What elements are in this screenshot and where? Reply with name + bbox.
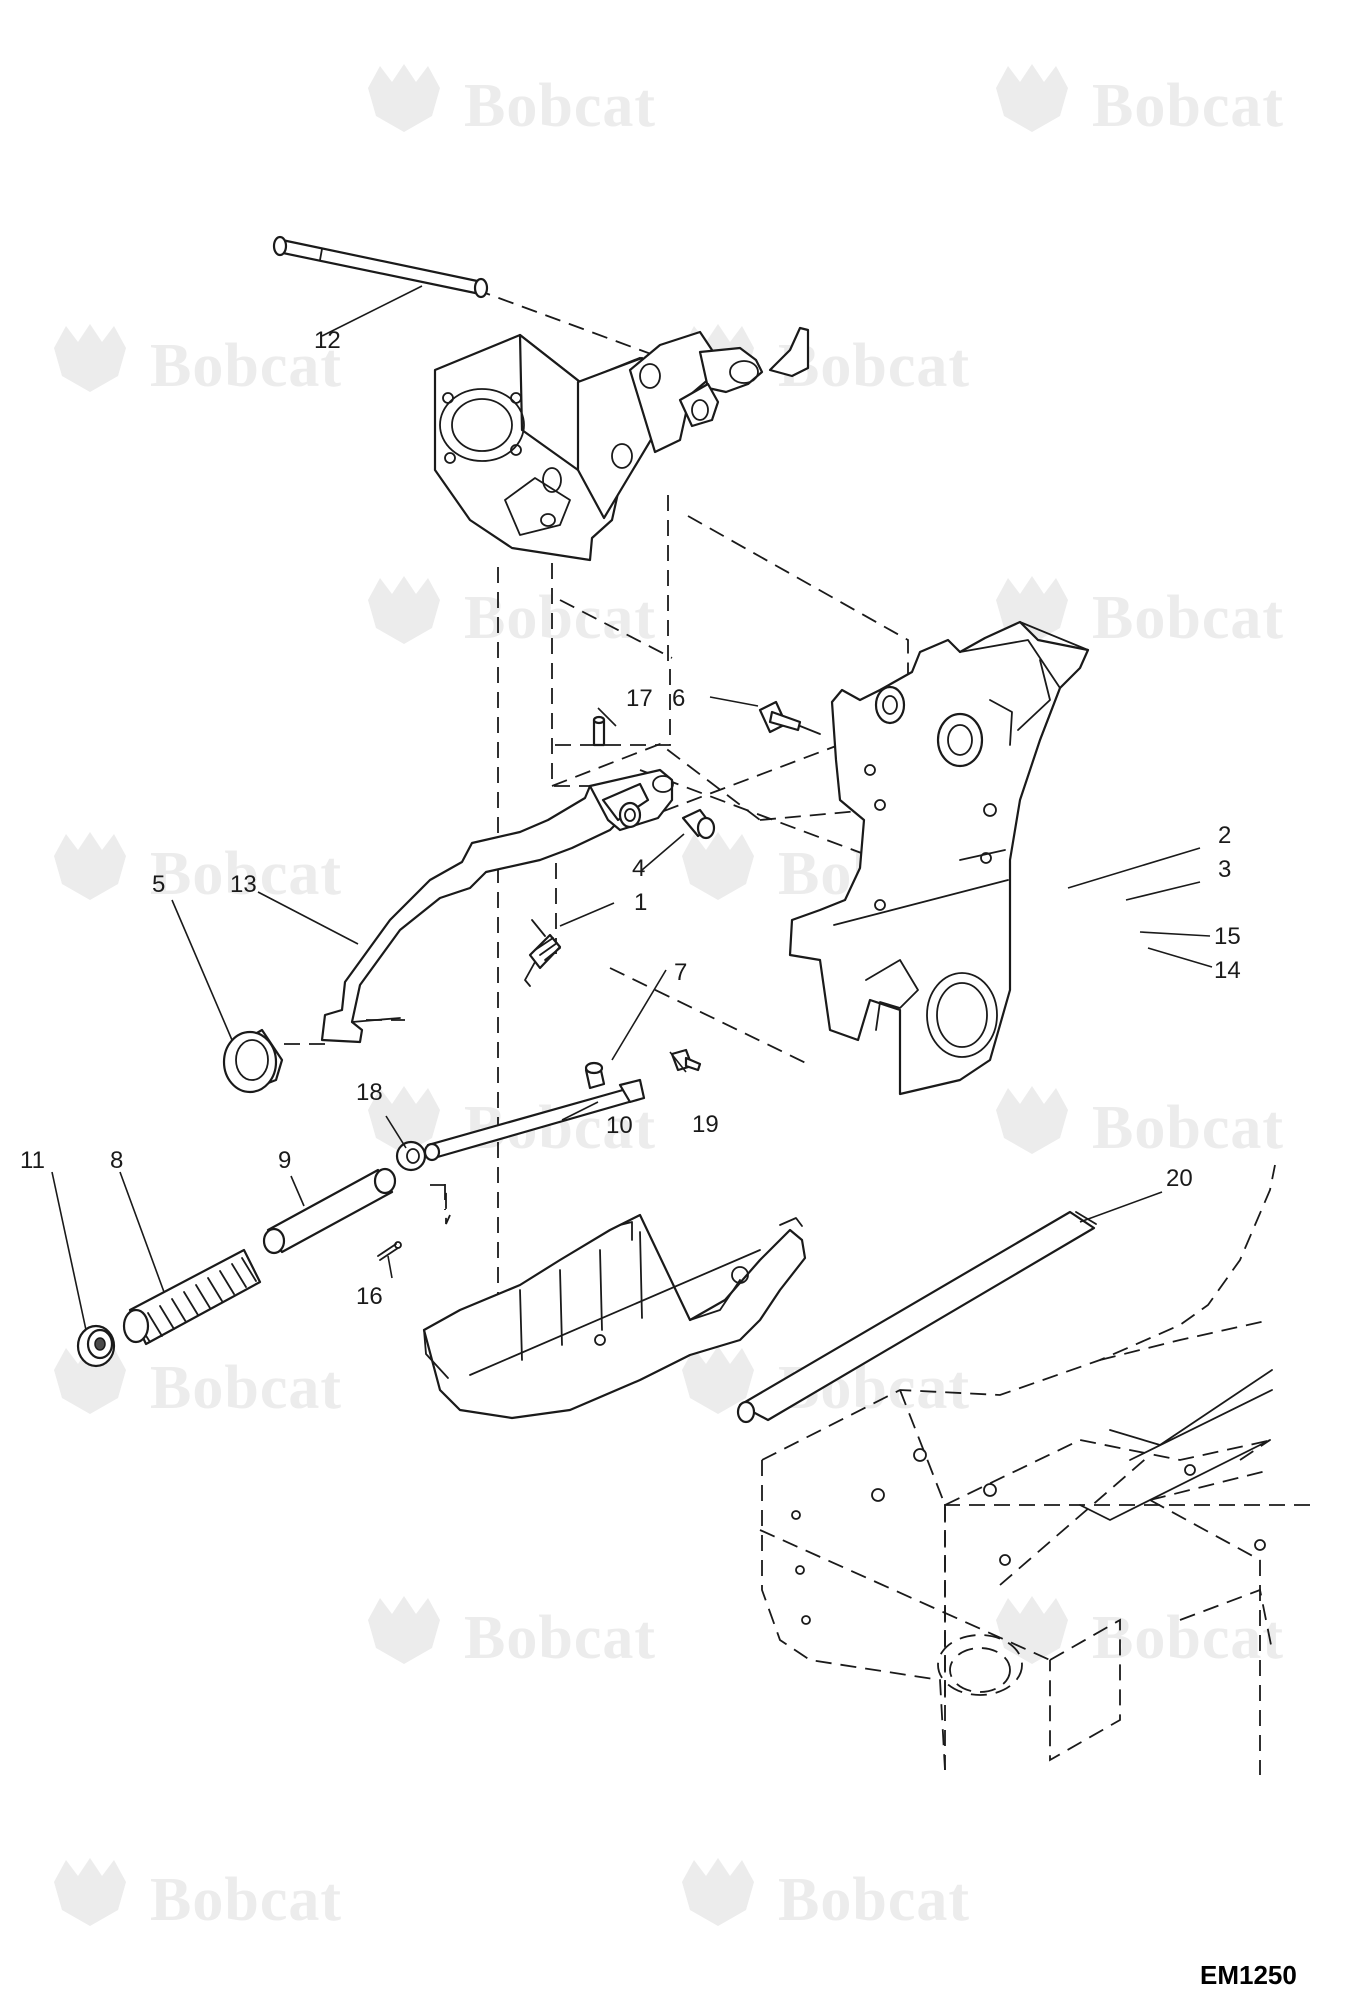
callout-20: 20 xyxy=(1166,1165,1193,1192)
callout-14: 14 xyxy=(1214,957,1241,984)
part-1-spring xyxy=(524,919,562,987)
bobcat-logo-icon xyxy=(54,832,126,900)
part-4-bushing xyxy=(681,808,716,840)
part-9-tube xyxy=(262,1167,397,1255)
callout-10: 10 xyxy=(606,1112,633,1139)
bobcat-logo-icon xyxy=(682,832,754,900)
bobcat-logo-icon xyxy=(54,1858,126,1926)
watermark-text: Bobcat xyxy=(1092,584,1284,652)
callout-17: 17 xyxy=(626,685,653,712)
part-16-cotter-pin xyxy=(377,1241,402,1261)
bobcat-logo-icon xyxy=(368,1596,440,1664)
callout-18: 18 xyxy=(356,1079,383,1106)
floor-tray xyxy=(422,1213,807,1420)
watermark: Bobcat xyxy=(996,1086,1284,1162)
right-support-bracket xyxy=(788,620,1090,1096)
callout-13: 13 xyxy=(230,871,257,898)
callout-5: 5 xyxy=(152,871,165,898)
watermark-text: Bobcat xyxy=(1092,1094,1284,1162)
watermark: Bobcat xyxy=(682,1858,970,1934)
watermark-text: Bobcat xyxy=(150,1354,342,1422)
callout-6: 6 xyxy=(672,685,685,712)
callout-16: 16 xyxy=(356,1283,383,1310)
watermark: Bobcat xyxy=(54,1346,342,1422)
bobcat-logo-icon xyxy=(996,1596,1068,1664)
part-10-rod xyxy=(423,1078,646,1162)
bobcat-logo-icon xyxy=(996,1086,1068,1154)
watermark-text: Bobcat xyxy=(464,72,656,140)
drawing-number: EM1250 xyxy=(1200,1960,1297,1990)
watermark: Bobcat xyxy=(54,1858,342,1934)
callout-8: 8 xyxy=(110,1147,123,1174)
bobcat-logo-icon xyxy=(996,64,1068,132)
watermark-text: Bobcat xyxy=(464,1604,656,1672)
watermark-text: Bobcat xyxy=(150,1866,342,1934)
part-20-trim-strip xyxy=(736,1210,1097,1424)
upper-pedal-bracket xyxy=(433,326,810,562)
watermark: Bobcat xyxy=(682,324,970,400)
part-17-roll-pin xyxy=(592,715,606,747)
watermark-text: Bobcat xyxy=(778,332,970,400)
lower-frame xyxy=(761,1164,1276,1771)
callouts: 12 17 6 2 3 15 14 4 1 7 5 13 19 10 18 11… xyxy=(20,327,1241,1310)
watermark: Bobcat xyxy=(368,1596,656,1672)
bobcat-logo-icon xyxy=(368,64,440,132)
watermark-text: Bobcat xyxy=(1092,72,1284,140)
part-6-bolt xyxy=(758,700,821,735)
watermark-text: Bobcat xyxy=(464,584,656,652)
part-19-bolt xyxy=(670,1048,702,1072)
part-12-pin xyxy=(272,235,489,299)
assembly-lines xyxy=(284,271,1310,1775)
watermark: Bobcat xyxy=(996,1596,1284,1672)
watermark: Bobcat xyxy=(996,64,1284,140)
part-7-fitting xyxy=(584,1061,606,1090)
bobcat-logo-icon xyxy=(54,324,126,392)
bobcat-logo-icon xyxy=(682,1858,754,1926)
callout-19: 19 xyxy=(692,1111,719,1138)
part-8-compression-spring xyxy=(122,1248,262,1346)
part-11-retainer xyxy=(76,1324,116,1368)
watermark-text: Bobcat xyxy=(150,332,342,400)
watermark: Bobcat xyxy=(368,576,656,652)
callout-11: 11 xyxy=(20,1147,45,1174)
callout-15: 15 xyxy=(1214,923,1241,950)
callout-1: 1 xyxy=(634,889,647,916)
watermark: Bobcat xyxy=(54,324,342,400)
watermark-text: Bobcat xyxy=(1092,1604,1284,1672)
watermark: Bobcat xyxy=(54,832,342,908)
watermark: Bobcat xyxy=(996,576,1284,652)
callout-3: 3 xyxy=(1218,856,1231,883)
watermark-text: Bobcat xyxy=(778,1866,970,1934)
watermark: Bobcat xyxy=(368,64,656,140)
part-5-pedal-pad xyxy=(222,1028,284,1094)
part-18-washer xyxy=(395,1140,427,1172)
callout-9: 9 xyxy=(278,1147,291,1174)
callout-2: 2 xyxy=(1218,822,1231,849)
watermark-text: Bobcat xyxy=(150,840,342,908)
callout-7: 7 xyxy=(674,959,687,986)
leader-lines xyxy=(51,285,1213,1331)
callout-12: 12 xyxy=(314,327,341,354)
callout-4: 4 xyxy=(632,855,645,882)
bobcat-logo-icon xyxy=(368,576,440,644)
part-13-pedal-arm xyxy=(320,768,674,1044)
